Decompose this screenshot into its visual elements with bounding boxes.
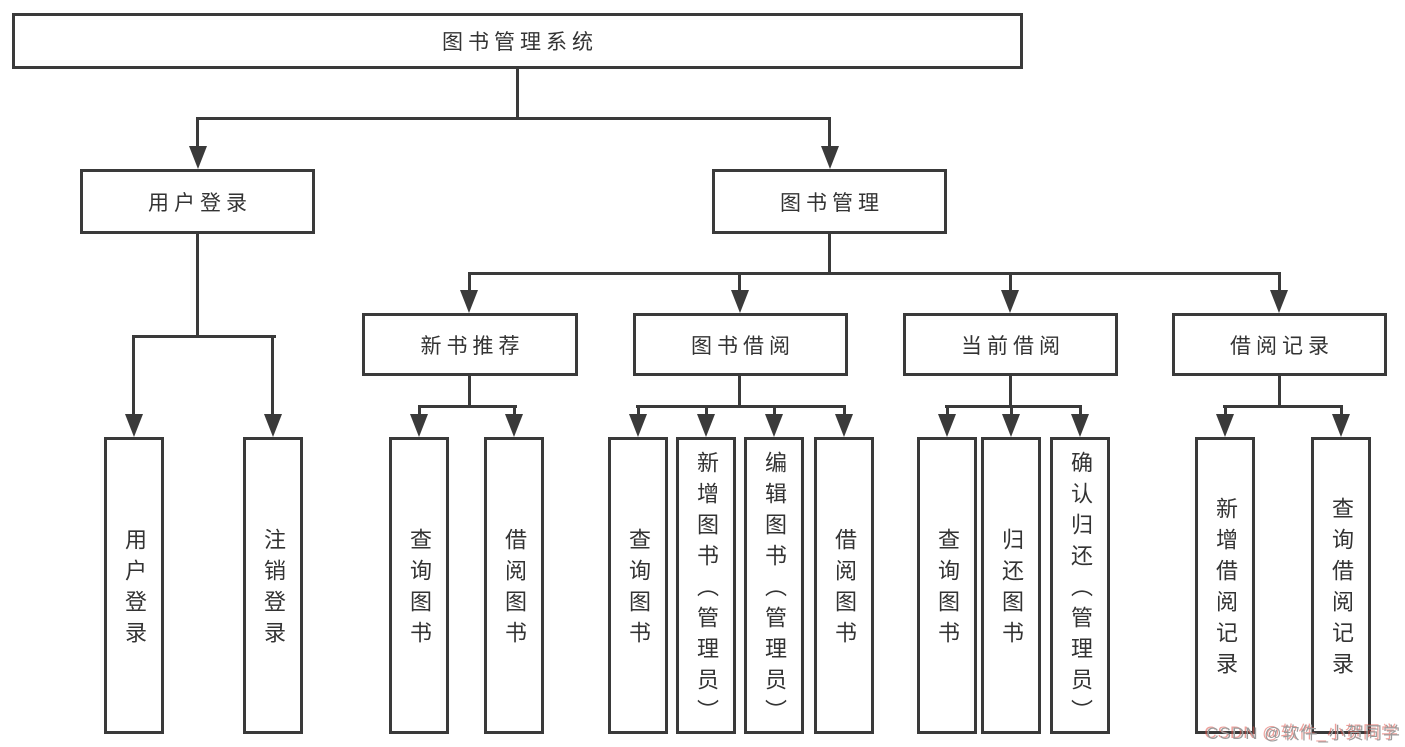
node-borrowing-records: 借阅记录 xyxy=(1172,313,1387,376)
arrow-down-icon xyxy=(410,414,428,437)
node-query-books: 查询图书 xyxy=(608,437,668,734)
node-label: 新增图书（管理员） xyxy=(694,450,719,730)
arrow-down-icon xyxy=(1071,414,1089,437)
node-label: 查询图书 xyxy=(407,528,432,652)
arrow-down-icon xyxy=(1332,414,1350,437)
node-label: 用户登录 xyxy=(122,528,147,652)
node-logout: 注销登录 xyxy=(243,437,303,734)
node-new-book-recommendation: 新书推荐 xyxy=(362,313,578,376)
node-library-management-system: 图书管理系统 xyxy=(12,13,1023,69)
node-label: 借阅图书 xyxy=(832,528,857,652)
node-user-login: 用户登录 xyxy=(80,169,315,234)
connector-current-borrow-stem xyxy=(1009,375,1012,408)
arrow-down-icon xyxy=(189,146,207,169)
node-borrow-books: 借阅图书 xyxy=(484,437,544,734)
connector xyxy=(843,405,846,420)
arrow-down-icon xyxy=(460,290,478,313)
connector-current-borrow-rail xyxy=(945,405,1082,408)
connector xyxy=(1278,272,1281,292)
node-label: 确认归还（管理员） xyxy=(1068,450,1093,730)
connector xyxy=(1340,405,1343,420)
node-label: 查询图书 xyxy=(626,528,651,652)
node-return-books: 归还图书 xyxy=(981,437,1041,734)
node-label: 借阅图书 xyxy=(502,528,527,652)
connector-login-group-rail xyxy=(133,335,276,338)
arrow-down-icon xyxy=(505,414,523,437)
node-label: 注销登录 xyxy=(261,528,286,652)
arrow-down-icon xyxy=(1216,414,1234,437)
node-label: 查询借阅记录 xyxy=(1329,497,1354,683)
connector xyxy=(738,272,741,292)
connector xyxy=(705,405,708,420)
connector-borrow-records-stem xyxy=(1278,375,1281,408)
node-query-borrow-record: 查询借阅记录 xyxy=(1311,437,1371,734)
node-label: 新增借阅记录 xyxy=(1213,497,1238,683)
connector xyxy=(773,405,776,420)
node-book-borrowing: 图书借阅 xyxy=(633,313,848,376)
node-edit-books-admin: 编辑图书（管理员） xyxy=(744,437,804,734)
node-add-books-admin: 新增图书（管理员） xyxy=(676,437,736,734)
connector xyxy=(1224,405,1227,420)
node-add-borrow-record: 新增借阅记录 xyxy=(1195,437,1255,734)
node-confirm-return-admin: 确认归还（管理员） xyxy=(1050,437,1110,734)
connector xyxy=(271,335,274,418)
connector-book-mgmt-stem xyxy=(828,233,831,275)
node-label: 查询图书 xyxy=(935,528,960,652)
arrow-down-icon xyxy=(938,414,956,437)
connector xyxy=(1010,405,1013,420)
arrow-down-icon xyxy=(731,290,749,313)
arrow-down-icon xyxy=(125,414,143,437)
node-query-books: 查询图书 xyxy=(917,437,977,734)
connector xyxy=(1009,272,1012,292)
connector xyxy=(132,335,135,418)
arrow-down-icon xyxy=(1270,290,1288,313)
connector xyxy=(196,117,199,149)
connector-level2-rail xyxy=(196,117,831,120)
node-book-management: 图书管理 xyxy=(712,169,947,234)
connector xyxy=(513,405,516,420)
node-borrow-books: 借阅图书 xyxy=(814,437,874,734)
connector-new-books-stem xyxy=(468,375,471,408)
node-current-borrowing: 当前借阅 xyxy=(903,313,1118,376)
node-label: 编辑图书（管理员） xyxy=(762,450,787,730)
connector-level3-rail xyxy=(468,272,1281,275)
node-label: 归还图书 xyxy=(999,528,1024,652)
connector xyxy=(468,272,471,292)
connector xyxy=(637,405,640,420)
node-user-login-leaf: 用户登录 xyxy=(104,437,164,734)
connector-new-books-rail xyxy=(418,405,517,408)
connector xyxy=(946,405,949,420)
arrow-down-icon xyxy=(1001,290,1019,313)
connector xyxy=(1079,405,1082,420)
arrow-down-icon xyxy=(765,414,783,437)
arrow-down-icon xyxy=(697,414,715,437)
arrow-down-icon xyxy=(629,414,647,437)
connector-root-stem xyxy=(516,68,519,118)
csdn-watermark: CSDN @软件_小贺同学 xyxy=(1206,724,1401,743)
arrow-down-icon xyxy=(264,414,282,437)
connector-borrow-records-rail xyxy=(1223,405,1343,408)
connector-user-login-stem xyxy=(196,233,199,338)
connector xyxy=(418,405,421,420)
arrow-down-icon xyxy=(1002,414,1020,437)
connector-book-borrow-rail xyxy=(636,405,846,408)
connector xyxy=(828,117,831,149)
node-query-books: 查询图书 xyxy=(389,437,449,734)
arrow-down-icon xyxy=(835,414,853,437)
arrow-down-icon xyxy=(821,146,839,169)
connector-book-borrow-stem xyxy=(738,375,741,408)
